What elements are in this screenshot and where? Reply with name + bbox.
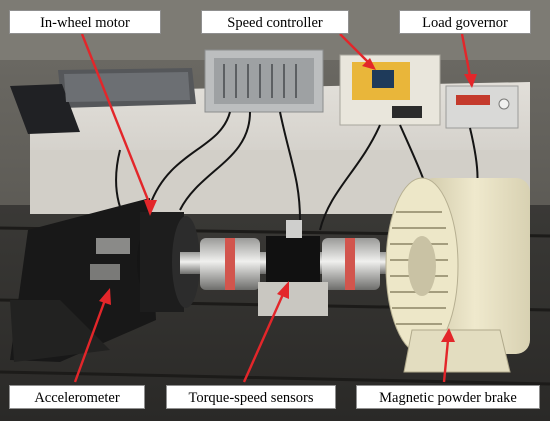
label-torque-speed-sensors: Torque-speed sensors: [166, 385, 336, 409]
data-acquisition-unit: [204, 49, 324, 113]
label-in-wheel-motor: In-wheel motor: [9, 10, 161, 34]
speed-controller-box: [339, 54, 441, 126]
torque-speed-sensor: [258, 220, 328, 316]
laptop: [10, 68, 196, 134]
label-magnetic-powder-brake: Magnetic powder brake: [356, 385, 540, 409]
label-speed-controller: Speed controller: [201, 10, 349, 34]
label-accelerometer: Accelerometer: [9, 385, 145, 409]
in-wheel-motor: [137, 212, 200, 312]
annotation-arrows: [73, 33, 477, 383]
label-load-governor: Load governor: [399, 10, 531, 34]
load-governor-box: [445, 85, 519, 129]
accelerometer-mount: [10, 198, 156, 362]
magnetic-powder-brake: [385, 177, 530, 373]
